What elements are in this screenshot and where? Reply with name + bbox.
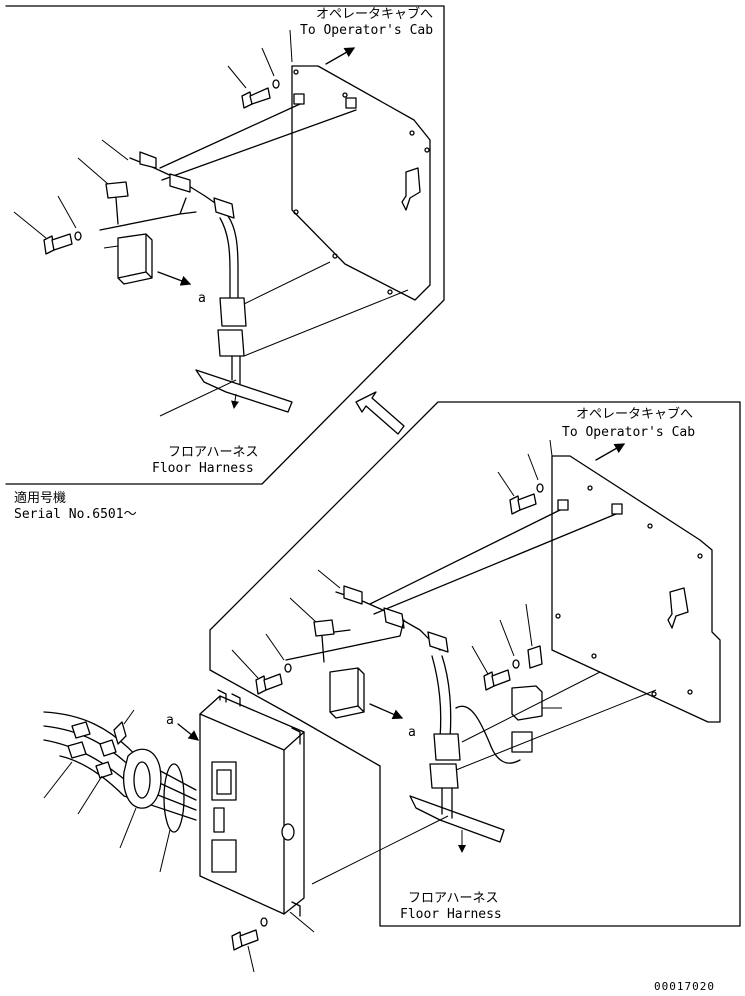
- detail-pointer-arrow: [355, 391, 405, 435]
- upper-clamp: [105, 181, 129, 225]
- lower-relay-box: [329, 667, 365, 719]
- upper-harness-label-jp: フロアハーネス: [168, 445, 258, 460]
- lower-harness-label-en: Floor Harness: [400, 907, 502, 922]
- lower-grommet-a: [433, 733, 461, 761]
- upper-nut-b: [345, 97, 357, 109]
- lower-floor-harness: [409, 787, 505, 843]
- upper-connector-a: [139, 151, 157, 169]
- lower-nut-a: [557, 499, 569, 511]
- upper-view-marker: a: [198, 291, 206, 306]
- lower-view-marker: a: [408, 725, 416, 740]
- controller-knob: [281, 823, 295, 841]
- upper-bolt: [241, 87, 271, 109]
- lower-harness-wire-down: [431, 655, 452, 739]
- controller-washer: [260, 917, 268, 927]
- upper-grommet-b: [217, 329, 245, 357]
- upper-connector-c: [213, 197, 235, 219]
- controller-port: [211, 839, 237, 873]
- upper-relay-box: [117, 233, 153, 285]
- upper-cab-label-en: To Operator's Cab: [300, 23, 433, 38]
- lower-connector-b: [383, 607, 405, 629]
- cable-grommet: [122, 748, 162, 809]
- lower-right-bracket: [527, 645, 543, 669]
- upper-cab-label-jp: オペレータキャブへ: [316, 6, 433, 22]
- lower-relay: [511, 685, 543, 721]
- upper-floor-harness: [195, 355, 293, 413]
- lower-relay-socket: [511, 731, 533, 753]
- lower-plate-clip: [667, 587, 689, 629]
- lower-right-washer: [512, 659, 520, 669]
- lower-view-boundary: [209, 401, 741, 927]
- controller-view-marker: a: [166, 713, 174, 728]
- lower-cab-label-en: To Operator's Cab: [562, 425, 695, 440]
- upper-clamp-bracket: [99, 197, 197, 231]
- serial-applicability: 適用号機 Serial No.6501～: [14, 490, 137, 522]
- upper-grommet-a: [219, 297, 247, 327]
- upper-left-washer: [74, 231, 82, 241]
- upper-washer: [272, 79, 280, 89]
- lower-clamp: [313, 619, 335, 663]
- upper-plate-holes: [293, 69, 430, 295]
- upper-connector-b: [169, 173, 191, 193]
- lower-harness-wire-main: [335, 509, 617, 651]
- upper-nut-a: [293, 93, 305, 105]
- upper-harness-label-en: Floor Harness: [152, 461, 254, 476]
- lower-nut-b: [611, 503, 623, 515]
- lower-harness-label-jp: フロアハーネス: [408, 891, 498, 906]
- controller-unit: [199, 689, 305, 917]
- serial-label-en: Serial No.6501～: [14, 507, 137, 522]
- controller-cable-bundle: [43, 711, 197, 821]
- lower-cab-label-jp: オペレータキャブへ: [576, 406, 693, 422]
- lower-connector-a: [343, 585, 363, 605]
- lower-grommet-b: [429, 763, 459, 789]
- lower-left-washer: [284, 663, 292, 673]
- lower-connector-c: [427, 631, 449, 653]
- lower-top-washer: [536, 483, 544, 493]
- serial-label-jp: 適用号機: [14, 490, 66, 506]
- lower-main-view: a オペレータキャブへ To Operator's Cab フロアハーネス Fl…: [43, 401, 741, 973]
- upper-harness-wire-main: [129, 103, 357, 211]
- upper-harness-wire-down: [219, 215, 239, 301]
- lower-clamp-bracket: [285, 619, 405, 661]
- upper-plate-clip: [401, 167, 421, 211]
- lower-relay-wire: [455, 705, 521, 764]
- cable-ring: [163, 763, 185, 833]
- drawing-number: 00017020: [654, 980, 715, 993]
- upper-view-boundary: [5, 5, 445, 485]
- lower-plate-holes: [555, 485, 703, 697]
- upper-detail-view: a オペレータキャブへ To Operator's Cab フロアハーネス Fl…: [5, 5, 445, 485]
- upper-cab-bracket-plate: [291, 65, 431, 301]
- lower-cab-bracket-plate: [551, 455, 721, 723]
- controller-slot: [213, 807, 225, 833]
